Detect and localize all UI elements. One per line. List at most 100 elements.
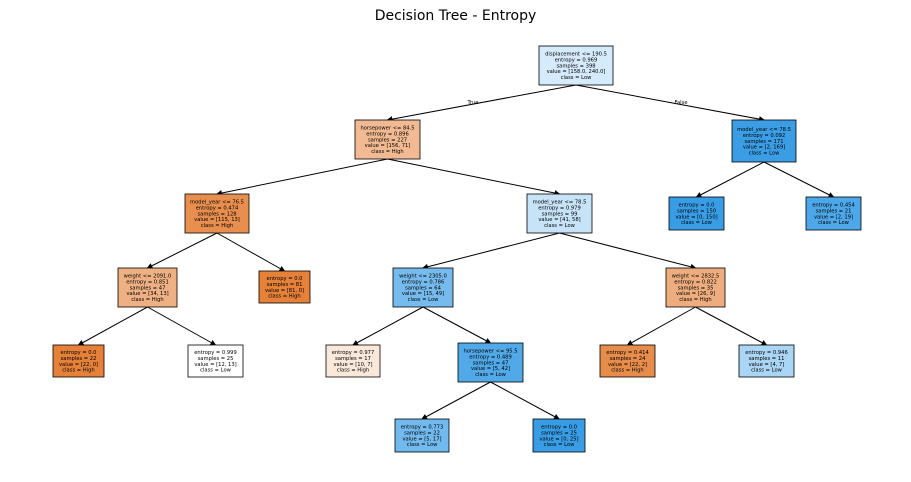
tree-node-line: entropy = 0.0 — [679, 202, 715, 208]
tree-node-line: value = [2, 169] — [743, 145, 785, 151]
tree-node-line: entropy = 0.414 — [606, 350, 649, 356]
edge-label-false: False — [674, 100, 687, 106]
tree-edge-n1-n2 — [216, 158, 388, 196]
tree-node-line: horsepower <= 95.5 — [463, 349, 517, 355]
tree-node-line: entropy = 0.0 — [267, 276, 303, 282]
tree-node-line: samples = 17 — [335, 356, 371, 362]
tree-node-line: samples = 171 — [744, 139, 783, 145]
tree-node-line: entropy = 0.851 — [126, 279, 169, 285]
tree-node-line: samples = 150 — [677, 208, 716, 214]
tree-node-line: class = High — [62, 368, 94, 374]
tree-node-line: model_year <= 78.5 — [737, 127, 791, 133]
tree-node-line: displacement <= 190.5 — [545, 52, 607, 58]
tree-edge-n3-n5 — [147, 306, 217, 346]
tree-node-box — [532, 418, 586, 453]
tree-node-line: samples = 227 — [368, 137, 407, 143]
tree-node-line: entropy = 0.0 — [541, 424, 577, 430]
diagram-title: Decision Tree - Entropy — [374, 8, 537, 24]
tree-edge-n2-n6 — [216, 232, 286, 272]
tree-node-line: value = [5, 42] — [471, 366, 510, 372]
tree-node-line: entropy = 0.969 — [555, 57, 598, 63]
tree-node-line: samples = 24 — [610, 356, 647, 362]
tree-node-line: entropy = 0.977 — [332, 350, 375, 356]
tree-node-line: samples = 22 — [61, 356, 97, 362]
tree-edge-n2-n3 — [146, 232, 218, 269]
tree-node-line: class = High — [337, 368, 369, 374]
tree-node-line: weight <= 2832.5 — [672, 274, 720, 280]
tree-node-box — [457, 342, 524, 383]
tree-node-line: value = [12, 13] — [194, 362, 236, 368]
tree-node-line: value = [2, 19] — [814, 214, 853, 220]
tree-edge-n16-n17 — [695, 161, 765, 198]
tree-node-line: value = [156, 71] — [365, 143, 411, 149]
tree-node-line: samples = 35 — [678, 285, 714, 291]
tree-edge-n10-n11 — [421, 381, 491, 420]
tree-node-line: entropy = 0.896 — [366, 131, 409, 137]
tree-node-line: class = Low — [561, 75, 592, 81]
tree-node-box — [354, 119, 421, 160]
tree-edge-n1-n7 — [387, 158, 561, 196]
tree-node-line: value = [158.0, 240.0] — [547, 69, 606, 75]
tree-node-line: samples = 81 — [267, 282, 303, 288]
edge-label-true: True — [466, 100, 478, 106]
tree-node-line: samples = 99 — [542, 211, 578, 217]
tree-node-line: value = [41, 58] — [538, 217, 580, 223]
tree-edge-n8-n10 — [422, 306, 492, 344]
tree-node-line: value = [26, 9] — [676, 291, 715, 297]
tree-edge-n8-n9 — [352, 306, 424, 346]
tree-node-box — [258, 270, 311, 304]
tree-node-line: value = [22, 2] — [608, 362, 647, 368]
tree-node-line: weight <= 2091.0 — [124, 274, 172, 280]
tree-node-line: class = High — [371, 149, 403, 155]
tree-node-line: class = Low — [818, 220, 849, 226]
tree-node-line: value = [22, 0] — [59, 362, 98, 368]
tree-node-line: entropy = 0.999 — [194, 350, 237, 356]
tree-node-line: samples = 47 — [473, 360, 509, 366]
tree-node-box — [52, 344, 105, 378]
tree-node-line: entropy = 0.092 — [743, 133, 786, 139]
tree-node-line: samples = 64 — [405, 285, 442, 291]
tree-node-box — [538, 45, 614, 86]
tree-edge-n7-n8 — [422, 232, 560, 270]
tree-node-line: class = High — [201, 223, 233, 229]
tree-node-box — [665, 267, 726, 308]
tree-node-box — [805, 196, 862, 231]
tree-node-line: class = High — [611, 368, 643, 374]
edges-layer — [77, 84, 835, 420]
tree-edge-n10-n12 — [490, 381, 560, 420]
tree-node-box — [117, 267, 178, 308]
tree-node-box — [738, 344, 795, 378]
tree-node-box — [668, 196, 725, 231]
tree-node-line: value = [81, 0] — [265, 288, 304, 294]
tree-node-box — [325, 344, 381, 378]
tree-node-line: entropy = 0.474 — [196, 205, 239, 211]
tree-node-box — [184, 193, 250, 234]
tree-node-line: class = Low — [751, 368, 782, 374]
tree-node-line: value = [34, 13] — [126, 291, 168, 297]
tree-node-line: class = Low — [681, 220, 712, 226]
tree-node-line: class = Low — [200, 368, 231, 374]
edge-labels-layer: True False — [466, 100, 687, 106]
tree-node-line: class = Low — [407, 442, 438, 448]
tree-edge-n13-n15 — [695, 306, 768, 346]
tree-node-line: class = Low — [544, 223, 575, 229]
tree-node-line: value = [0, 150] — [675, 214, 717, 220]
tree-edge-n16-n18 — [763, 161, 835, 198]
